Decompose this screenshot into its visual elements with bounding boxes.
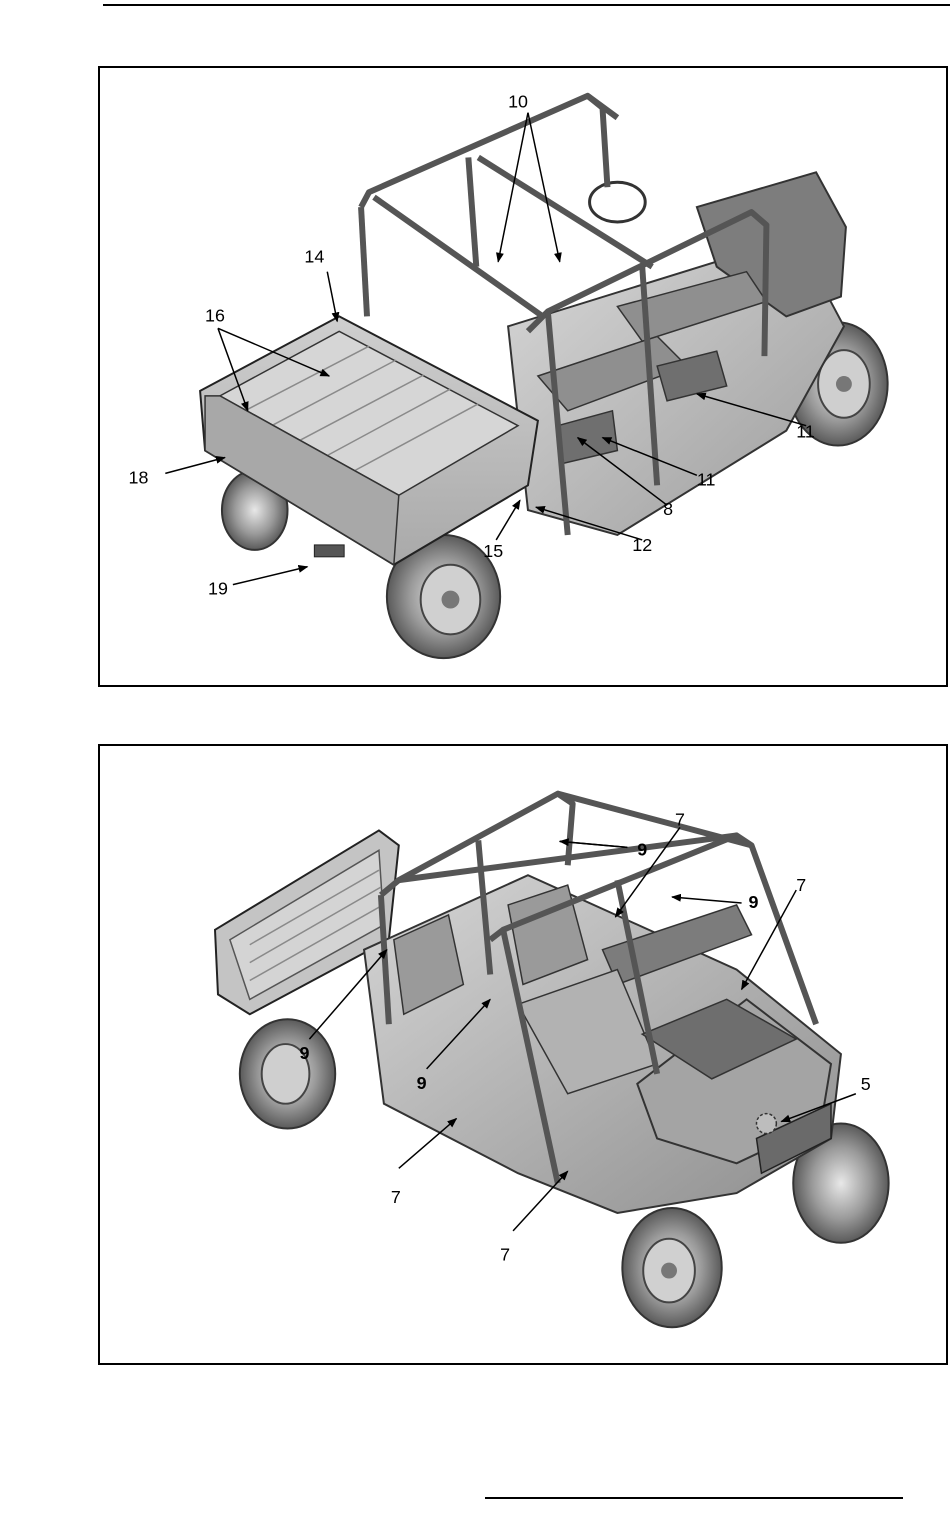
callout-9-top-left: 9 <box>637 839 647 859</box>
rear-left-wheel <box>240 1019 335 1128</box>
vehicle-rear-view-figure: 10 14 16 18 11 11 8 12 15 19 <box>98 66 948 687</box>
leader-19 <box>233 567 308 585</box>
callout-5: 5 <box>861 1074 871 1094</box>
callout-16: 16 <box>205 305 225 325</box>
callout-8: 8 <box>663 499 673 519</box>
callout-7-dash: 7 <box>796 875 806 895</box>
footer-rule <box>485 1497 903 1499</box>
leader-18 <box>165 457 225 473</box>
callout-11-rear: 11 <box>697 469 716 489</box>
header-rule <box>103 4 950 6</box>
cab-body <box>508 172 846 535</box>
callout-9-top-right: 9 <box>749 892 759 912</box>
leader-9-top-right <box>672 897 742 903</box>
callout-7-floor-rear: 7 <box>391 1187 401 1207</box>
callout-19: 19 <box>208 579 228 599</box>
callout-18: 18 <box>129 467 149 487</box>
leader-15 <box>496 500 520 540</box>
front-left-wheel <box>622 1208 721 1327</box>
leader-7-seatback <box>615 827 680 916</box>
vehicle-front-illustration: 7 9 9 7 9 9 5 7 7 <box>100 746 946 1363</box>
leader-10a <box>528 113 560 262</box>
cab-body <box>364 875 841 1213</box>
vehicle-front-view-figure: 7 9 9 7 9 9 5 7 7 <box>98 744 948 1365</box>
callout-9-left: 9 <box>299 1043 309 1063</box>
vehicle-rear-illustration: 10 14 16 18 11 11 8 12 15 19 <box>100 68 946 685</box>
callout-15: 15 <box>483 541 503 561</box>
callout-14: 14 <box>304 247 324 267</box>
callout-12: 12 <box>632 535 652 555</box>
callout-10: 10 <box>508 92 528 112</box>
callout-7-seatback: 7 <box>675 809 685 829</box>
callout-7-floor-front: 7 <box>500 1245 510 1265</box>
callout-9-mid: 9 <box>417 1073 427 1093</box>
leader-14 <box>327 272 337 322</box>
callout-11-front: 11 <box>796 422 815 442</box>
